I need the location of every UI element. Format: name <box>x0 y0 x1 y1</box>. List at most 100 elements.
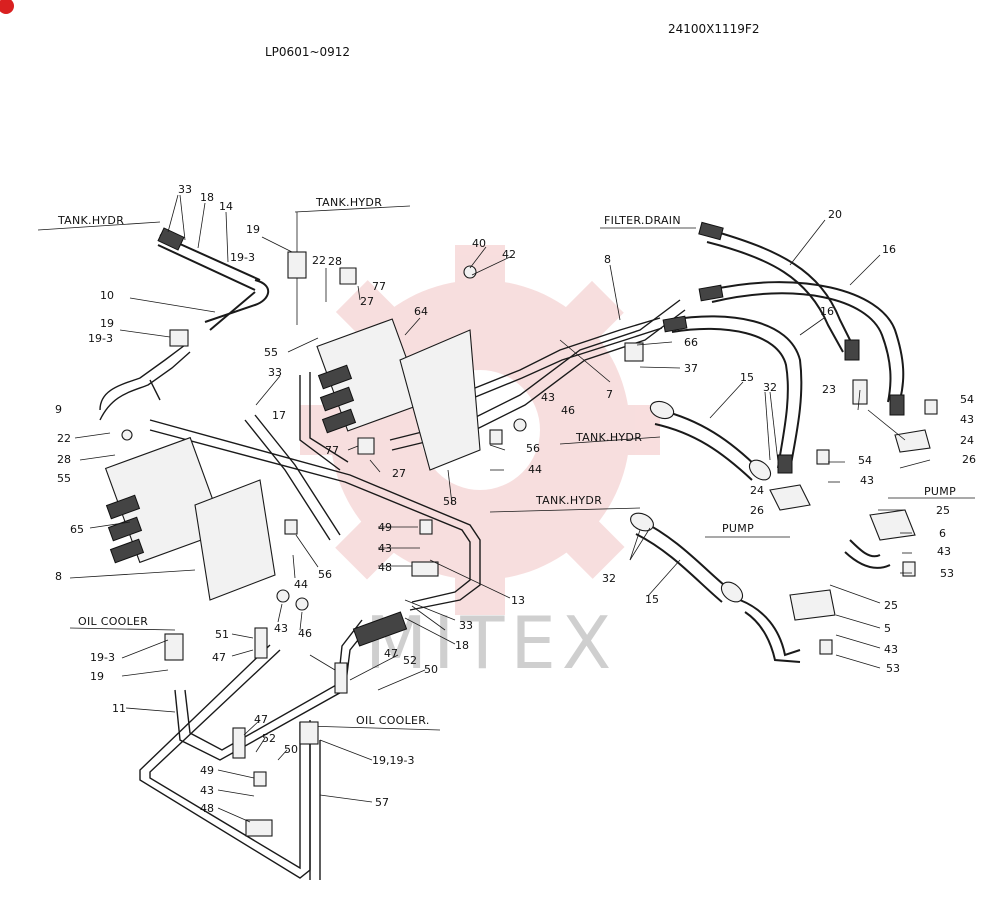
callout-64: 64 <box>414 305 428 318</box>
callout-19-3a: 19-3 <box>230 251 255 264</box>
label-pump-1: PUMP <box>924 485 956 498</box>
callout-65a: 65 <box>70 523 84 536</box>
callout-55b: 55 <box>264 346 278 359</box>
callout-19a: 19 <box>246 223 260 236</box>
callout-32b: 32 <box>602 572 616 585</box>
callout-24b: 24 <box>750 484 764 497</box>
callout-27b: 27 <box>392 467 406 480</box>
callout-23: 23 <box>822 383 836 396</box>
callout-54b: 54 <box>858 454 872 467</box>
clamp-47 <box>254 627 268 659</box>
callout-28a: 28 <box>57 453 71 466</box>
callout-48b: 48 <box>200 802 214 815</box>
callout-26a: 26 <box>962 453 976 466</box>
callout-37: 37 <box>684 362 698 375</box>
callout-43e: 43 <box>378 542 392 555</box>
callout-15b: 15 <box>645 593 659 606</box>
callout-26b: 26 <box>750 504 764 517</box>
callout-25b: 25 <box>884 599 898 612</box>
callout-57: 57 <box>375 796 389 809</box>
callout-17: 17 <box>272 409 286 422</box>
callout-40: 40 <box>472 237 486 250</box>
bolt-54 <box>924 399 938 415</box>
callout-53a: 53 <box>940 567 954 580</box>
callout-46a: 46 <box>561 404 575 417</box>
clamp-66 <box>624 342 644 362</box>
callout-33b: 33 <box>268 366 282 379</box>
callout-16a: 16 <box>882 243 896 256</box>
callout-44b: 44 <box>294 578 308 591</box>
callout-33a: 33 <box>178 183 192 196</box>
callout-33c: 33 <box>459 619 473 632</box>
callout-24a: 24 <box>960 434 974 447</box>
callout-49a: 49 <box>378 521 392 534</box>
callout-7: 7 <box>606 388 613 401</box>
callout-50b: 50 <box>284 743 298 756</box>
callout-43f: 43 <box>274 622 288 635</box>
callout-6: 6 <box>939 527 946 540</box>
callout-10: 10 <box>100 289 114 302</box>
callout-19-3b: 19-3 <box>88 332 113 345</box>
callout-11: 11 <box>112 702 126 715</box>
callout-48a: 48 <box>378 561 392 574</box>
callout-27a: 27 <box>360 295 374 308</box>
callout-19-3c: 19-3 <box>90 651 115 664</box>
callout-43g: 43 <box>884 643 898 656</box>
serial-range: LP0601~0912 <box>265 45 350 59</box>
callout-15a: 15 <box>740 371 754 384</box>
label-oil-cooler-2: OIL COOLER. <box>356 714 430 727</box>
label-oil-cooler-1: OIL COOLER <box>78 615 148 628</box>
label-tank-hydr-1: TANK.HYDR <box>57 214 124 227</box>
callout-32a: 32 <box>763 381 777 394</box>
callout-19-19-3: 19,19-3 <box>372 754 414 767</box>
flange-6 <box>869 509 916 541</box>
callouts: 33 18 14 19 19-3 10 19 19-3 9 22 28 55 6… <box>55 183 976 815</box>
callout-77b: 77 <box>325 444 339 457</box>
callout-46b: 46 <box>298 627 312 640</box>
callout-28b: 28 <box>328 255 342 268</box>
leader-lines <box>69 194 931 823</box>
callout-22b: 22 <box>312 254 326 267</box>
callout-43b: 43 <box>960 413 974 426</box>
callout-8b: 8 <box>604 253 611 266</box>
callout-43h: 43 <box>200 784 214 797</box>
corner-marker-icon <box>0 0 14 14</box>
label-tank-hydr-4: TANK.HYDR <box>535 494 602 507</box>
callout-49b: 49 <box>200 764 214 777</box>
callout-44a: 44 <box>528 463 542 476</box>
flange-24b <box>894 429 931 453</box>
callout-19b: 19 <box>100 317 114 330</box>
callout-43a: 43 <box>541 391 555 404</box>
clamp-48b <box>245 819 273 837</box>
callout-20: 20 <box>828 208 842 221</box>
pipes <box>99 229 905 880</box>
callout-42: 42 <box>502 248 516 261</box>
drawing-number: 24100X1119F2 <box>668 22 759 36</box>
callout-22a: 22 <box>57 432 71 445</box>
callout-51: 51 <box>215 628 229 641</box>
callout-14: 14 <box>219 200 233 213</box>
flange-5 <box>789 589 836 621</box>
bracket-lower <box>194 479 276 601</box>
callout-77a: 77 <box>372 280 386 293</box>
callout-58: 58 <box>443 495 457 508</box>
label-tank-hydr-3: TANK.HYDR <box>575 431 642 444</box>
callout-19c: 19 <box>90 670 104 683</box>
label-tank-hydr-2: TANK.HYDR <box>315 196 382 209</box>
bracket-58 <box>399 329 481 471</box>
callout-43d: 43 <box>937 545 951 558</box>
callout-52b: 52 <box>262 732 276 745</box>
callout-47c: 47 <box>254 713 268 726</box>
callout-56b: 56 <box>318 568 332 581</box>
flange-24 <box>769 484 811 511</box>
callout-47a: 47 <box>212 651 226 664</box>
callout-18a: 18 <box>200 191 214 204</box>
callout-5: 5 <box>884 622 891 635</box>
callout-13: 13 <box>511 594 525 607</box>
callout-43c: 43 <box>860 474 874 487</box>
callout-56a: 56 <box>526 442 540 455</box>
callout-54a: 54 <box>960 393 974 406</box>
callout-8: 8 <box>55 570 62 583</box>
clamp-48 <box>411 561 439 577</box>
callout-47b: 47 <box>384 647 398 660</box>
